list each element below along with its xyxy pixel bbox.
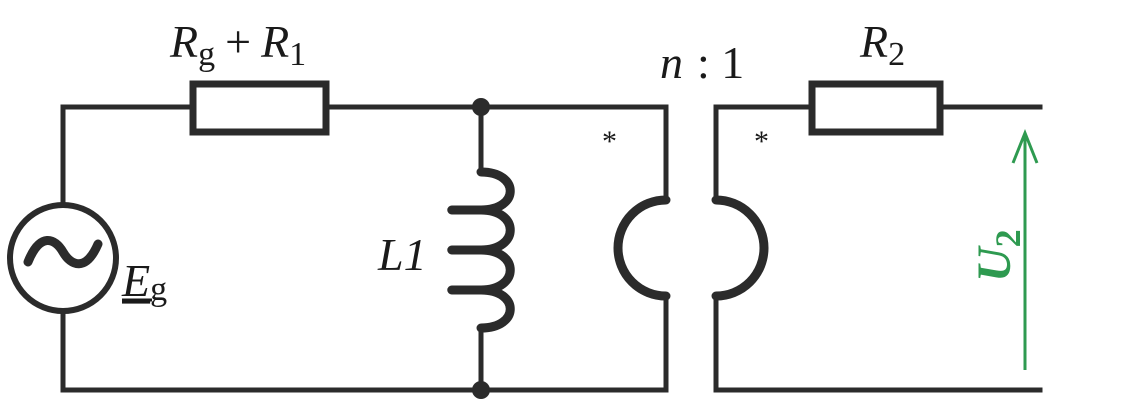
dot-marker-primary: *	[602, 125, 617, 158]
label-eg: Eg	[121, 255, 167, 308]
label-rg-r1: Rg+R1	[169, 16, 306, 73]
label-r2: R2	[859, 16, 905, 73]
ac-tilde-icon	[23, 236, 103, 269]
label-l1: L1	[377, 229, 427, 280]
junction-top	[472, 98, 490, 116]
label-u2: U2	[968, 229, 1028, 282]
dot-marker-secondary: *	[754, 125, 769, 158]
resistor-r2	[808, 80, 944, 136]
junction-bottom	[472, 381, 490, 399]
svg-text:U2: U2	[968, 229, 1028, 282]
resistor-rg-r1	[189, 80, 330, 136]
transformer-secondary-winding	[711, 195, 769, 301]
inductor-l1-turn-marks	[454, 205, 486, 295]
voltage-arrow-head-icon	[1011, 128, 1039, 164]
label-turns-ratio: n: 1	[660, 37, 744, 88]
transformer-primary-winding	[613, 195, 671, 301]
